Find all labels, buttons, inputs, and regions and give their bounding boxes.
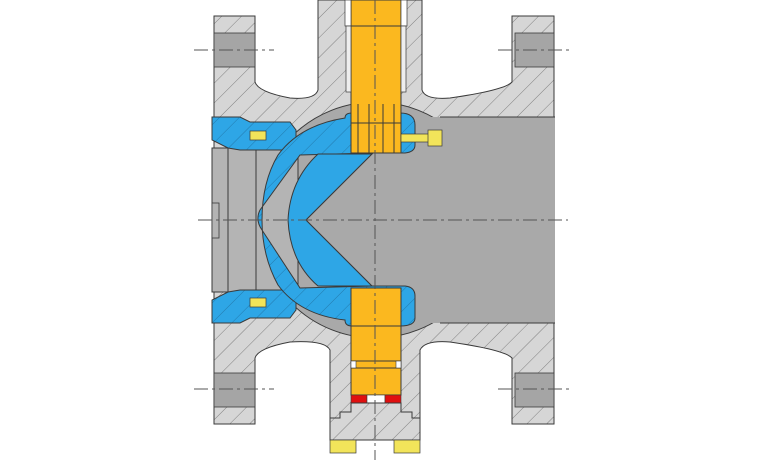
seat-screw-bottom xyxy=(249,297,267,308)
set-screw-icon xyxy=(400,129,443,147)
trunnion xyxy=(329,287,421,454)
segment-v-opening xyxy=(287,153,374,287)
flange-hole-bottom-left xyxy=(213,372,256,408)
stem xyxy=(344,0,443,154)
seat-screw-top xyxy=(249,130,267,141)
flange-hole-bottom-right xyxy=(514,372,555,408)
bolt-left xyxy=(329,439,357,454)
centerlines xyxy=(194,0,572,460)
packing-right xyxy=(384,394,402,404)
packing-left xyxy=(350,394,368,404)
bolt-right xyxy=(393,439,421,454)
seat-ring xyxy=(211,116,297,324)
packing-center xyxy=(366,394,386,404)
